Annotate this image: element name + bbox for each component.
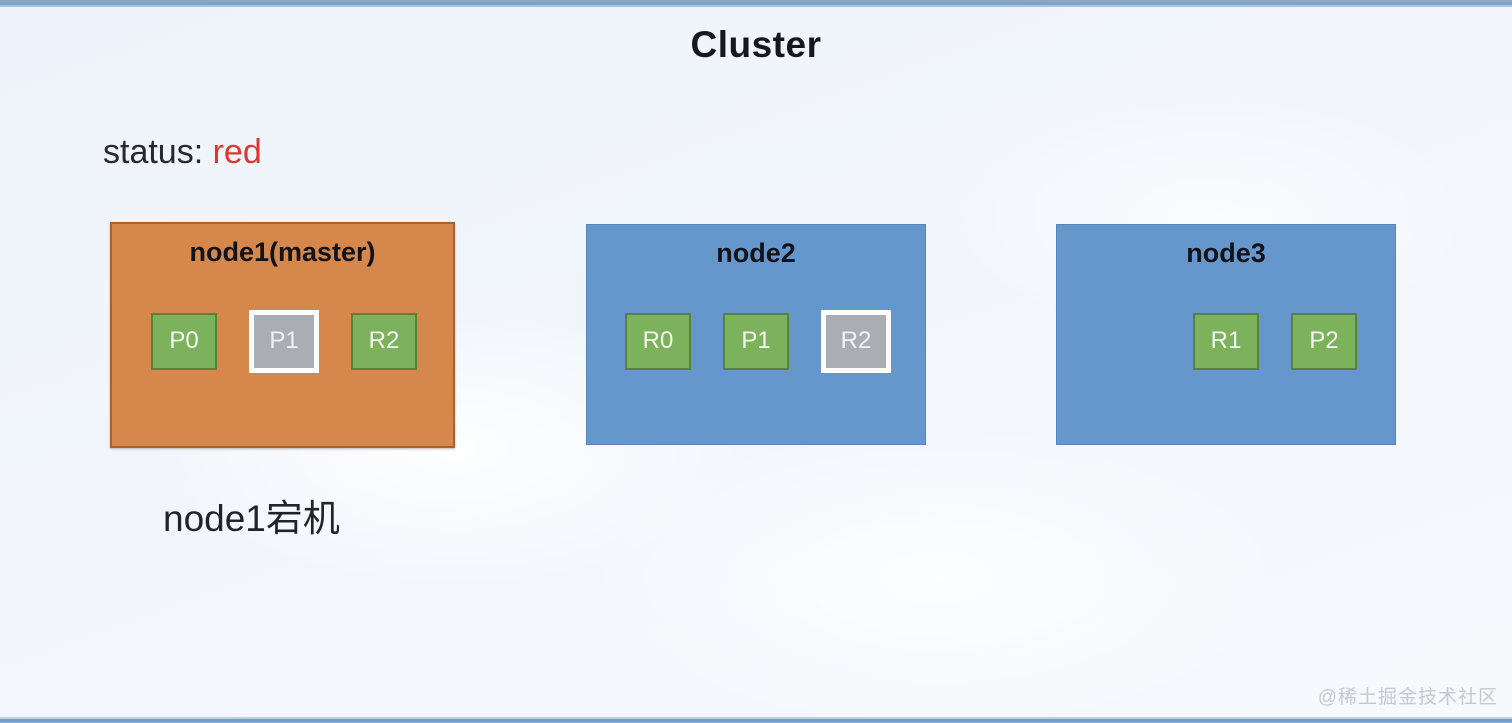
node1-down-caption: node1宕机 [163,498,340,539]
shard-p1-failed: P1 [249,309,319,373]
shard-r2-failed: R2 [821,309,891,373]
node2-shard-row: R0 P1 R2 [625,309,891,373]
shard-p2: P2 [1291,312,1357,370]
page-title: Cluster [690,24,822,65]
node2-title: node2 [716,238,796,268]
node3-box: node3 R1 P2 [1056,224,1396,445]
shard-r2: R2 [351,312,417,370]
shard-p1: P1 [723,312,789,370]
cluster-status: status: red [103,133,262,172]
shard-r0: R0 [625,312,691,370]
node2-box: node2 R0 P1 R2 [586,224,926,445]
status-label: status: [103,133,213,171]
watermark: @稀土掘金技术社区 [1317,687,1498,708]
bottom-border-line [0,717,1512,723]
node1-box: node1(master) P0 P1 R2 [110,222,455,448]
node1-title: node1(master) [189,237,376,267]
shard-p0: P0 [151,312,217,370]
node3-title: node3 [1186,238,1266,268]
top-border-line [0,0,1512,7]
node3-shard-row: R1 P2 [1095,309,1357,373]
status-value: red [212,133,262,171]
shard-r1: R1 [1193,312,1259,370]
node1-shard-row: P0 P1 R2 [151,309,417,373]
